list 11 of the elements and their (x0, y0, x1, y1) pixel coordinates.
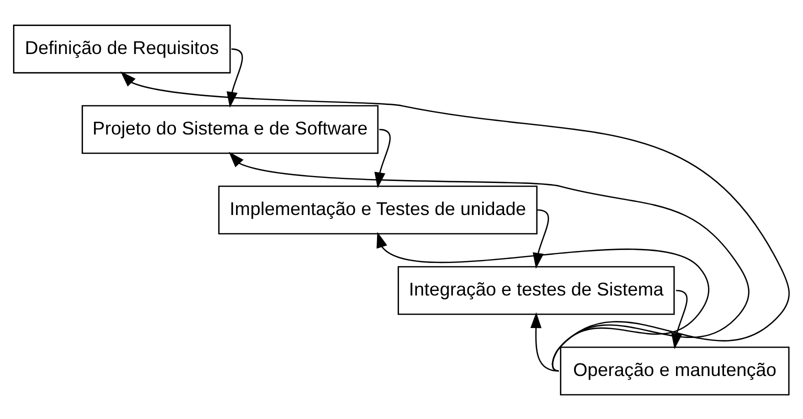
node-box: Definição de Requisitos (13, 24, 231, 73)
arrow (228, 151, 750, 371)
arrow (376, 231, 710, 372)
node-box: Operação e manutenção (560, 346, 790, 395)
arrow (374, 128, 391, 188)
arrow (530, 312, 559, 372)
arrow (226, 48, 243, 108)
node-box: Projeto do Sistema e de Software (82, 104, 379, 154)
arrow (120, 70, 790, 371)
node-box: Implementação e Testes de unidade (218, 185, 538, 234)
node-box: Integração e testes de Sistema (398, 266, 675, 314)
